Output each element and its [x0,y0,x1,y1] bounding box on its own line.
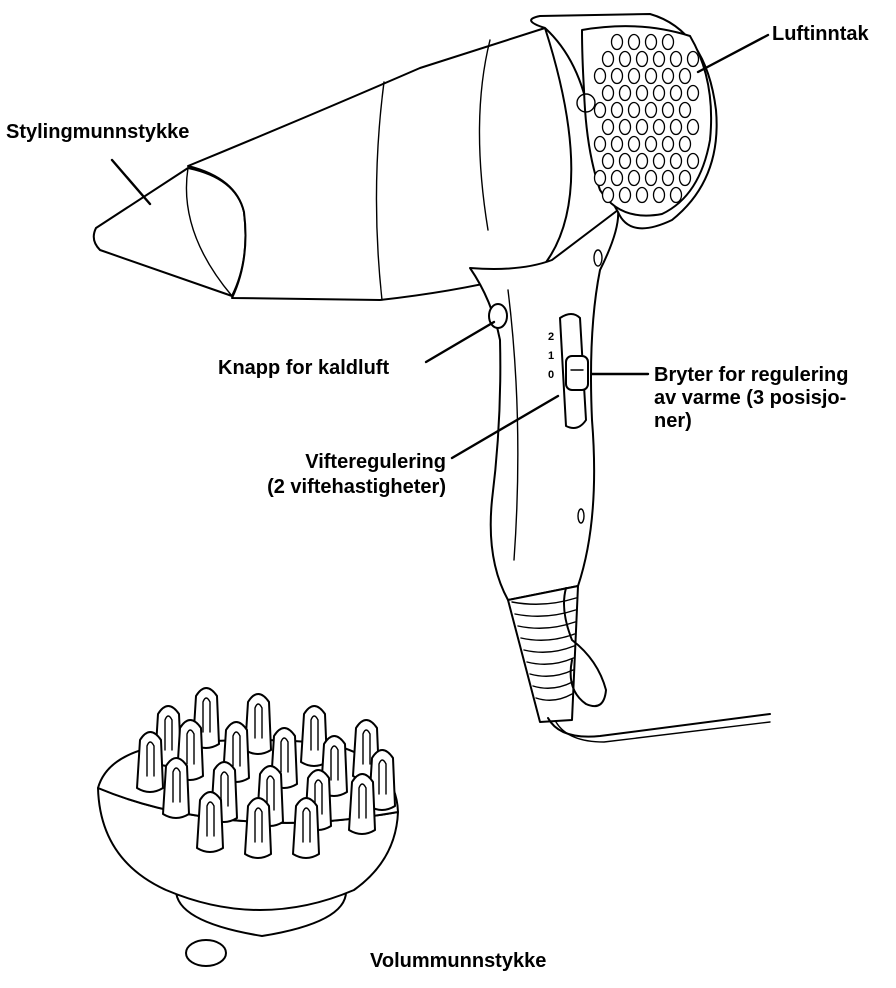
grille-hole [612,137,623,152]
grille-hole [671,154,682,169]
grille-hole [603,120,614,135]
grille-hole [680,103,691,118]
grille-hole [671,52,682,67]
leader-styling-nozzle [112,160,150,204]
label-fan-control: Vifteregulering (2 viftehastigheter) [232,450,446,500]
air-intake-grille [582,26,711,215]
grille-hole [603,86,614,101]
grille-hole [654,86,665,101]
grille-hole [637,86,648,101]
diffuser-finger [163,758,189,818]
grille-hole [646,69,657,84]
grille-hole [637,154,648,169]
label-heat-switch-line3: ner) [654,410,848,433]
grille-hole [612,69,623,84]
switch-position-2: 2 [548,331,554,343]
label-heat-switch: Bryter for regulering av varme (3 posisj… [654,364,848,433]
styling-nozzle-shape [94,168,246,296]
cord-strain-relief [508,586,578,722]
leader-air-intake [698,35,768,72]
label-diffuser: Volummunnstykke [370,949,546,973]
grille-hole [637,120,648,135]
grille-hole [603,52,614,67]
grille-hole [595,103,606,118]
grille-hole [620,120,631,135]
grille-hole [654,120,665,135]
grille-hole [663,137,674,152]
label-heat-switch-line2: av varme (3 posisjo- [654,387,848,410]
grille-hole [688,86,699,101]
grille-hole [595,171,606,186]
grille-hole [620,52,631,67]
grille-hole [654,188,665,203]
grille-hole [595,69,606,84]
diffuser-finger [349,774,375,834]
grille-hole [629,137,640,152]
grille-hole [663,103,674,118]
grille-hole [637,188,648,203]
grille-hole [612,171,623,186]
label-fan-control-line1: Vifteregulering [232,450,446,475]
grille-hole [646,103,657,118]
diffuser-attachment [98,688,398,966]
diffuser-finger [197,792,223,852]
grille-hole [654,154,665,169]
grille-hole [646,35,657,50]
label-styling-nozzle: Stylingmunnstykke [6,120,189,144]
grille-hole [680,137,691,152]
grille-hole [620,154,631,169]
grille-hole [637,52,648,67]
grille-hole [603,154,614,169]
grille-hole [688,52,699,67]
label-heat-switch-line1: Bryter for regulering [654,364,848,387]
grille-hole [671,86,682,101]
grille-hole [629,69,640,84]
grille-hole [663,171,674,186]
diffuser-finger [245,694,271,754]
grille-hole [595,137,606,152]
label-cool-shot: Knapp for kaldluft [218,356,389,380]
grille-hole [654,52,665,67]
grille-hole [620,86,631,101]
label-air-intake: Luftinntak [772,22,869,46]
grille-hole [688,120,699,135]
diffuser-finger [245,798,271,858]
grille-hole [629,171,640,186]
grille-hole [663,35,674,50]
grille-hole [663,69,674,84]
grille-hole [680,69,691,84]
diffuser-finger [137,732,163,792]
grille-hole [612,35,623,50]
leader-cool-shot [426,322,494,362]
grille-hole [680,171,691,186]
grille-hole [620,188,631,203]
grille-hole [629,103,640,118]
grille-hole [688,154,699,169]
grille-hole [671,188,682,203]
switch-position-1: 1 [548,350,554,362]
grille-hole [646,171,657,186]
grille-hole [646,137,657,152]
grille-hole [603,188,614,203]
diffuser-finger [293,798,319,858]
grille-hole [671,120,682,135]
label-fan-control-line2: (2 viftehastigheter) [232,475,446,500]
grille-hole [612,103,623,118]
switch-position-0: 0 [548,369,554,381]
dryer-barrel [188,28,571,300]
grille-hole [629,35,640,50]
